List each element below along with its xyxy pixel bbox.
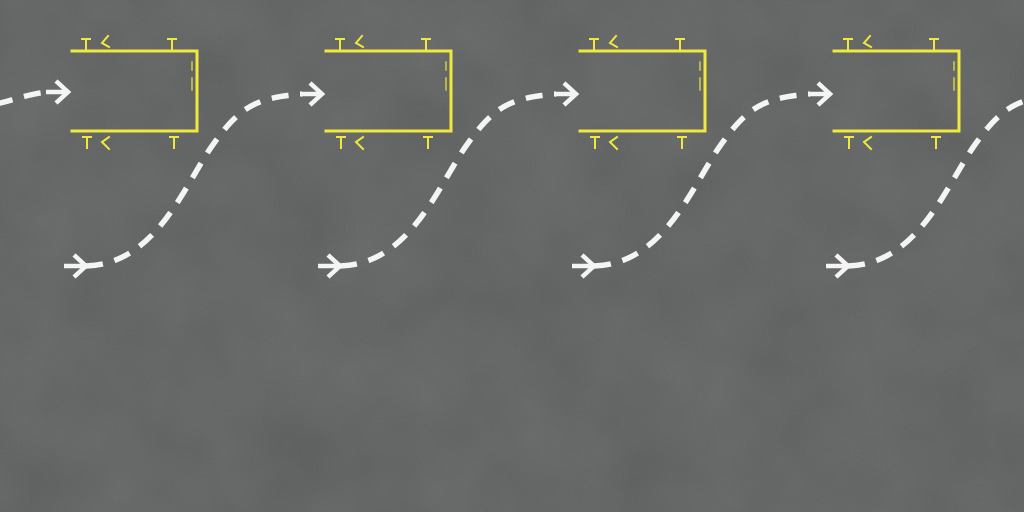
bay-tick-mark	[675, 38, 685, 50]
bay-chevron-mark	[354, 34, 365, 49]
dashed-line	[0, 89, 49, 106]
bay-chevron-mark	[100, 135, 111, 151]
parking-bay	[70, 34, 199, 151]
bay-chevron-mark	[100, 34, 111, 49]
bay-tick-mark	[589, 38, 599, 50]
parking-bay-outline	[832, 49, 961, 133]
bay-chevron-mark	[862, 34, 873, 49]
parking-bay	[832, 34, 961, 151]
bay-tick-mark	[169, 136, 179, 149]
bay-chevron-mark	[354, 135, 365, 151]
bay-tick-mark	[931, 136, 941, 149]
dashed-arrow-paths	[0, 79, 1024, 279]
bay-tick-mark	[590, 136, 600, 149]
parking-bay-outline	[70, 49, 199, 133]
parking-bay	[324, 34, 453, 151]
dashed-arrow-path	[826, 98, 1024, 279]
bay-tick-mark	[421, 38, 431, 50]
bay-tick-mark	[81, 38, 91, 50]
parking-bays	[70, 34, 961, 151]
arrow-head-icon	[54, 79, 72, 105]
dashed-arrow-path	[318, 81, 580, 279]
arrow-head-icon	[308, 81, 326, 107]
bay-chevron-mark	[862, 135, 873, 151]
bay-tick-mark	[167, 38, 177, 50]
bay-tick-mark	[844, 136, 854, 149]
bay-chevron-mark	[608, 135, 619, 151]
bay-tick-mark	[335, 38, 345, 50]
arrow-head-icon	[562, 81, 580, 107]
dashed-arrow-path	[64, 81, 326, 279]
bay-tick-mark	[677, 136, 687, 149]
bay-tick-mark	[843, 38, 853, 50]
bay-tick-mark	[423, 136, 433, 149]
dashed-arrow-path	[572, 81, 834, 279]
bay-tick-mark	[336, 136, 346, 149]
bay-tick-mark	[929, 38, 939, 50]
dashed-arrow-path	[0, 79, 72, 106]
parking-bay-outline	[324, 49, 453, 133]
parking-bay	[578, 34, 707, 151]
arrow-head-icon	[816, 81, 834, 107]
bay-tick-mark	[82, 136, 92, 149]
parking-bay-outline	[578, 49, 707, 133]
bay-chevron-mark	[608, 34, 619, 49]
